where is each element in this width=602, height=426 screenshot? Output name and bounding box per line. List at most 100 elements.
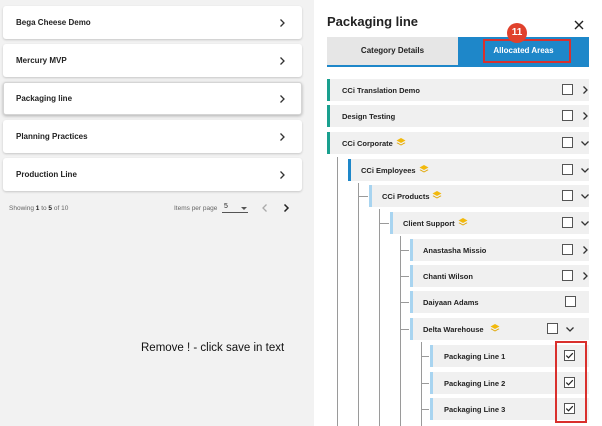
chevron-down-icon[interactable] — [580, 165, 590, 175]
level-indicator — [410, 291, 413, 313]
level-indicator — [430, 372, 433, 394]
tree-row-delta-warehouse[interactable]: Delta Warehouse — [410, 318, 589, 340]
tree-connector — [400, 236, 401, 426]
chevron-right-icon[interactable] — [580, 271, 590, 281]
layers-stack-icon — [432, 190, 442, 200]
tree-row-anastasha-missio[interactable]: Anastasha Missio — [410, 239, 589, 261]
tree-row-label: Packaging Line 3 — [444, 405, 506, 414]
tab-category-details[interactable]: Category Details — [327, 37, 458, 65]
chevron-right-icon — [277, 56, 287, 66]
chevron-down-icon[interactable] — [580, 218, 590, 228]
chevron-down-icon[interactable] — [565, 324, 575, 334]
panel-title: Packaging line — [327, 14, 419, 29]
tree-row-chanti-wilson[interactable]: Chanti Wilson — [410, 265, 589, 287]
chevron-down-icon[interactable] — [580, 138, 590, 148]
panel-tabs: Category Details Allocated Areas — [327, 37, 589, 67]
tree-row-label: CCi Corporate — [342, 139, 393, 148]
area-checkbox-checked[interactable] — [564, 350, 575, 361]
list-item-label: Planning Practices — [16, 132, 88, 141]
items-per-page-select[interactable]: 5 — [222, 203, 248, 213]
area-checkbox[interactable] — [562, 270, 573, 281]
pagination: Showing 1 to 5 of 10 Items per page 5 — [0, 200, 306, 216]
next-page-button[interactable] — [281, 203, 291, 215]
area-checkbox[interactable] — [562, 164, 573, 175]
annotation-note: Remove ! - click save in text — [141, 342, 285, 354]
close-icon — [574, 20, 584, 30]
list-item-bega-cheese-demo[interactable]: Bega Cheese Demo — [3, 6, 302, 39]
layers-stack-icon — [396, 137, 406, 147]
chevron-right-icon — [277, 132, 287, 142]
level-indicator — [327, 105, 330, 127]
tree-row-label: Daiyaan Adams — [423, 298, 479, 307]
tree-connector — [379, 223, 389, 224]
step-badge: 11 — [507, 23, 527, 43]
tab-underline — [327, 65, 589, 67]
chevron-right-icon — [277, 18, 287, 28]
tab-allocated-areas[interactable]: Allocated Areas — [458, 37, 589, 65]
tree-row-cci-corporate[interactable]: CCi Corporate — [327, 132, 589, 154]
previous-page-button[interactable] — [260, 203, 270, 215]
chevron-right-icon[interactable] — [580, 111, 590, 121]
level-indicator — [430, 345, 433, 367]
tree-connector — [400, 250, 409, 251]
chevron-down-icon[interactable] — [580, 191, 590, 201]
tree-row-packaging-line-2[interactable]: Packaging Line 2 — [430, 372, 589, 394]
level-indicator — [390, 212, 393, 234]
items-per-page-label: Items per page — [174, 205, 218, 212]
tree-row-label: Packaging Line 2 — [444, 379, 506, 388]
tree-row-cci-employees[interactable]: CCi Employees — [348, 159, 589, 181]
tree-row-packaging-line-1[interactable]: Packaging Line 1 — [430, 345, 589, 367]
tree-row-design-testing[interactable]: Design Testing — [327, 105, 589, 127]
level-indicator — [369, 185, 372, 207]
tree-connector — [400, 302, 409, 303]
area-checkbox[interactable] — [562, 137, 573, 148]
highlight-box-tab — [483, 39, 571, 63]
list-item-production-line[interactable]: Production Line — [3, 158, 302, 191]
tree-row-label: Client Support — [403, 219, 455, 228]
area-checkbox-checked[interactable] — [564, 403, 575, 414]
chevron-right-icon — [277, 94, 287, 104]
highlight-box-checkboxes — [555, 341, 587, 423]
tree-row-label: Anastasha Missio — [423, 246, 487, 255]
level-indicator — [410, 265, 413, 287]
area-checkbox[interactable] — [562, 190, 573, 201]
tree-row-cci-translation-demo[interactable]: CCi Translation Demo — [327, 79, 589, 101]
tree-connector — [358, 196, 368, 197]
area-checkbox[interactable] — [562, 84, 573, 95]
list-item-mercury-mvp[interactable]: Mercury MVP — [3, 44, 302, 77]
tree-row-label: Packaging Line 1 — [444, 352, 506, 361]
level-indicator — [348, 159, 351, 181]
level-indicator — [410, 318, 413, 340]
items-per-page-value: 5 — [224, 203, 228, 210]
tree-connector — [337, 157, 338, 426]
close-button[interactable] — [574, 17, 584, 35]
tree-row-label: Delta Warehouse — [423, 325, 484, 334]
area-checkbox[interactable] — [562, 217, 573, 228]
area-checkbox[interactable] — [562, 110, 573, 121]
tree-row-label: CCi Products — [382, 192, 430, 201]
tree-row-label: Chanti Wilson — [423, 272, 473, 281]
list-item-packaging-line[interactable]: Packaging line — [3, 82, 302, 115]
tree-row-label: CCi Employees — [361, 166, 416, 175]
area-checkbox[interactable] — [565, 296, 576, 307]
tree-row-cci-products[interactable]: CCi Products — [369, 185, 589, 207]
tree-connector — [379, 209, 380, 426]
level-indicator — [327, 132, 330, 154]
chevron-right-icon[interactable] — [580, 245, 590, 255]
tree-row-client-support[interactable]: Client Support — [390, 212, 589, 234]
area-checkbox-checked[interactable] — [564, 377, 575, 388]
tree-row-daiyaan-adams[interactable]: Daiyaan Adams — [410, 291, 589, 313]
list-item-label: Packaging line — [16, 94, 73, 103]
area-checkbox[interactable] — [562, 244, 573, 255]
category-list-pane: Bega Cheese Demo Mercury MVP Packaging l… — [0, 6, 306, 354]
level-indicator — [327, 79, 330, 101]
chevron-right-icon[interactable] — [580, 85, 590, 95]
tree-row-packaging-line-3[interactable]: Packaging Line 3 — [430, 398, 589, 420]
level-indicator — [410, 239, 413, 261]
layers-stack-icon — [419, 164, 429, 174]
list-item-planning-practices[interactable]: Planning Practices — [3, 120, 302, 153]
list-item-label: Production Line — [16, 170, 77, 179]
tree-connector — [400, 329, 409, 330]
tree-connector — [421, 356, 429, 357]
area-checkbox[interactable] — [547, 323, 558, 334]
